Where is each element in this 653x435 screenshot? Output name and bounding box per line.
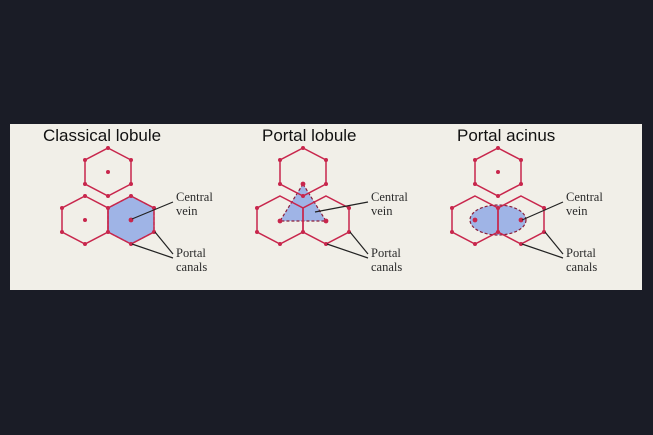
portal-canals-label: Portal canals	[176, 246, 207, 274]
portal-canal-dot	[152, 230, 156, 234]
classical-lobule-diagram	[60, 146, 174, 259]
portal-canal-dot	[255, 230, 259, 234]
portal-canal-dot	[519, 158, 523, 162]
portal-canals-leader	[131, 243, 174, 259]
label-line: canals	[371, 260, 403, 274]
portal-canal-dot	[347, 206, 351, 210]
portal-canal-dot	[347, 230, 351, 234]
portal-canals-leader	[349, 231, 369, 255]
panel-classical-lobule: Classical lobule	[10, 124, 220, 290]
panel-title: Portal lobule	[262, 126, 357, 145]
label-line: Central	[566, 190, 603, 204]
panel-portal-acinus: Portal acinus	[400, 124, 610, 290]
portal-canal-dot	[519, 182, 523, 186]
central-vein-dot	[106, 170, 110, 174]
portal-canals-leader	[544, 231, 564, 255]
central-vein-label: Central vein	[566, 190, 603, 218]
portal-canal-dot	[496, 230, 500, 234]
portal-canals-leader	[326, 243, 369, 259]
label-line: vein	[176, 204, 198, 218]
panel-title: Portal acinus	[457, 126, 556, 145]
portal-canal-dot	[60, 230, 64, 234]
portal-acinus-ellipse-outline	[469, 204, 527, 236]
label-line: Central	[176, 190, 213, 204]
portal-canal-dot	[301, 194, 305, 198]
portal-canal-dot	[278, 182, 282, 186]
central-vein-dot	[83, 218, 87, 222]
portal-canal-dot	[324, 182, 328, 186]
portal-lobule-shaded-triangle	[280, 184, 326, 221]
central-vein-dot	[496, 170, 500, 174]
portal-canal-dot	[106, 146, 110, 150]
diagram-strip: Classical lobule	[10, 124, 642, 290]
portal-canal-dot	[324, 158, 328, 162]
label-line: Central	[371, 190, 408, 204]
portal-canal-dot	[473, 242, 477, 246]
central-vein-leader	[521, 201, 564, 221]
portal-canal-dot	[83, 242, 87, 246]
portal-canal-dot	[519, 242, 523, 246]
label-line: vein	[371, 204, 393, 218]
central-vein-leader	[131, 201, 174, 220]
node-group	[60, 146, 156, 246]
portal-canal-dot	[450, 206, 454, 210]
portal-canal-dot	[255, 206, 259, 210]
portal-acinus-diagram	[450, 146, 564, 259]
portal-canal-dot	[83, 194, 87, 198]
portal-canal-dot	[542, 206, 546, 210]
central-vein-dot	[300, 181, 306, 187]
portal-canal-dot	[106, 230, 110, 234]
portal-canal-dot	[129, 158, 133, 162]
portal-canal-dot	[60, 206, 64, 210]
central-vein-label: Central vein	[176, 190, 213, 218]
portal-canal-dot	[129, 242, 133, 246]
label-line: Portal	[371, 246, 401, 260]
node-group	[255, 146, 351, 246]
portal-canal-dot	[106, 194, 110, 198]
panel-portal-lobule: Portal lobule	[205, 124, 415, 290]
central-vein-label: Central vein	[371, 190, 408, 218]
portal-canal-dot	[496, 206, 500, 210]
portal-canal-dot	[278, 158, 282, 162]
portal-canal-dot	[324, 242, 328, 246]
portal-canals-leader	[521, 243, 564, 259]
portal-canal-dot	[473, 182, 477, 186]
portal-canals-label: Portal canals	[566, 246, 597, 274]
label-line: Portal	[176, 246, 206, 260]
portal-canal-dot	[129, 182, 133, 186]
portal-canal-dot	[301, 146, 305, 150]
portal-canals-label: Portal canals	[371, 246, 402, 274]
portal-canal-dot	[450, 230, 454, 234]
portal-canal-dot	[83, 182, 87, 186]
central-vein-leader	[314, 201, 369, 213]
label-line: vein	[566, 204, 588, 218]
central-vein-dot	[277, 218, 283, 224]
portal-canal-dot	[83, 158, 87, 162]
portal-canal-dot	[278, 242, 282, 246]
portal-canal-dot	[542, 230, 546, 234]
node-group	[450, 146, 546, 246]
portal-canal-dot	[106, 206, 110, 210]
portal-canal-dot	[473, 158, 477, 162]
portal-canal-dot	[129, 194, 133, 198]
portal-canals-leader	[154, 231, 174, 255]
central-vein-dot	[518, 217, 524, 223]
panel-title: Classical lobule	[43, 126, 162, 145]
portal-lobule-diagram	[255, 146, 369, 259]
label-line: canals	[176, 260, 208, 274]
label-line: canals	[566, 260, 598, 274]
central-vein-dot	[323, 218, 329, 224]
portal-canal-dot	[496, 146, 500, 150]
central-vein-dot	[472, 217, 478, 223]
label-line: Portal	[566, 246, 596, 260]
portal-canal-dot	[496, 194, 500, 198]
portal-canal-dot	[301, 230, 305, 234]
